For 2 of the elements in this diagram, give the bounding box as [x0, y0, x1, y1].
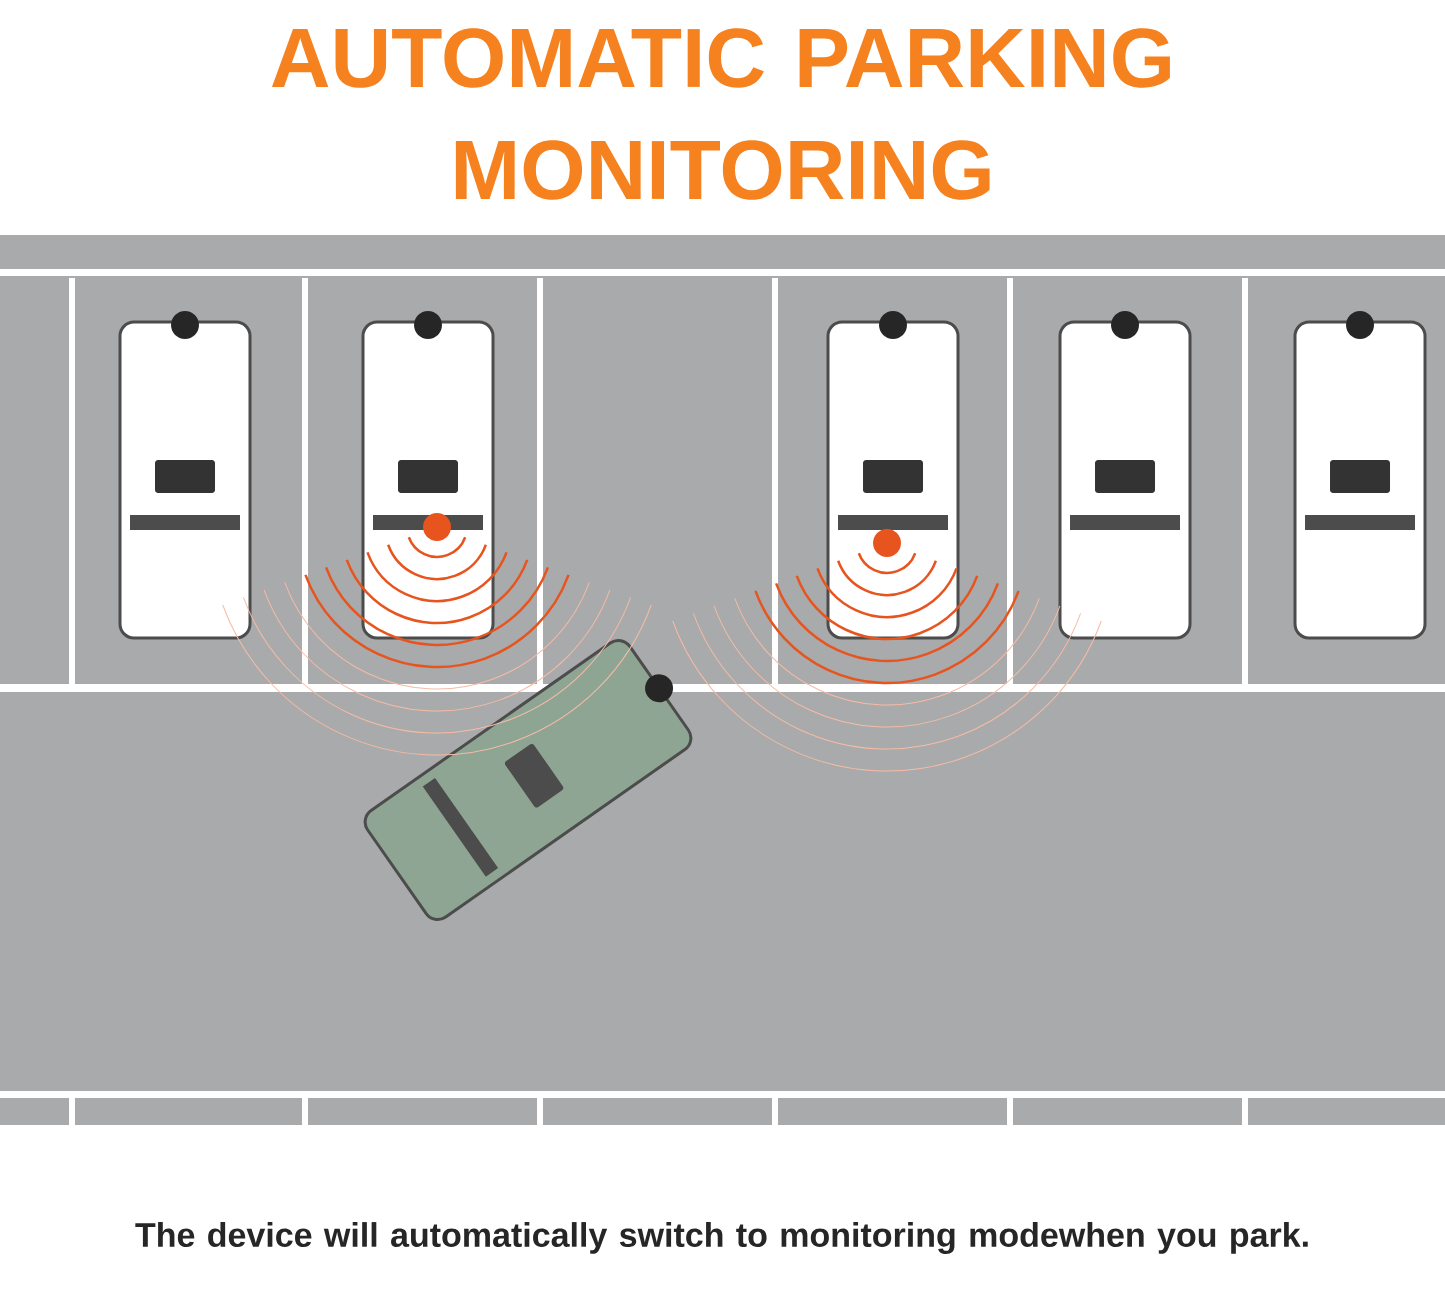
title: AUTOMATIC PARKING MONITORING: [271, 28, 1170, 200]
caption: The device will automatically switch to monitoring modewhen you park.: [135, 1222, 1308, 1254]
